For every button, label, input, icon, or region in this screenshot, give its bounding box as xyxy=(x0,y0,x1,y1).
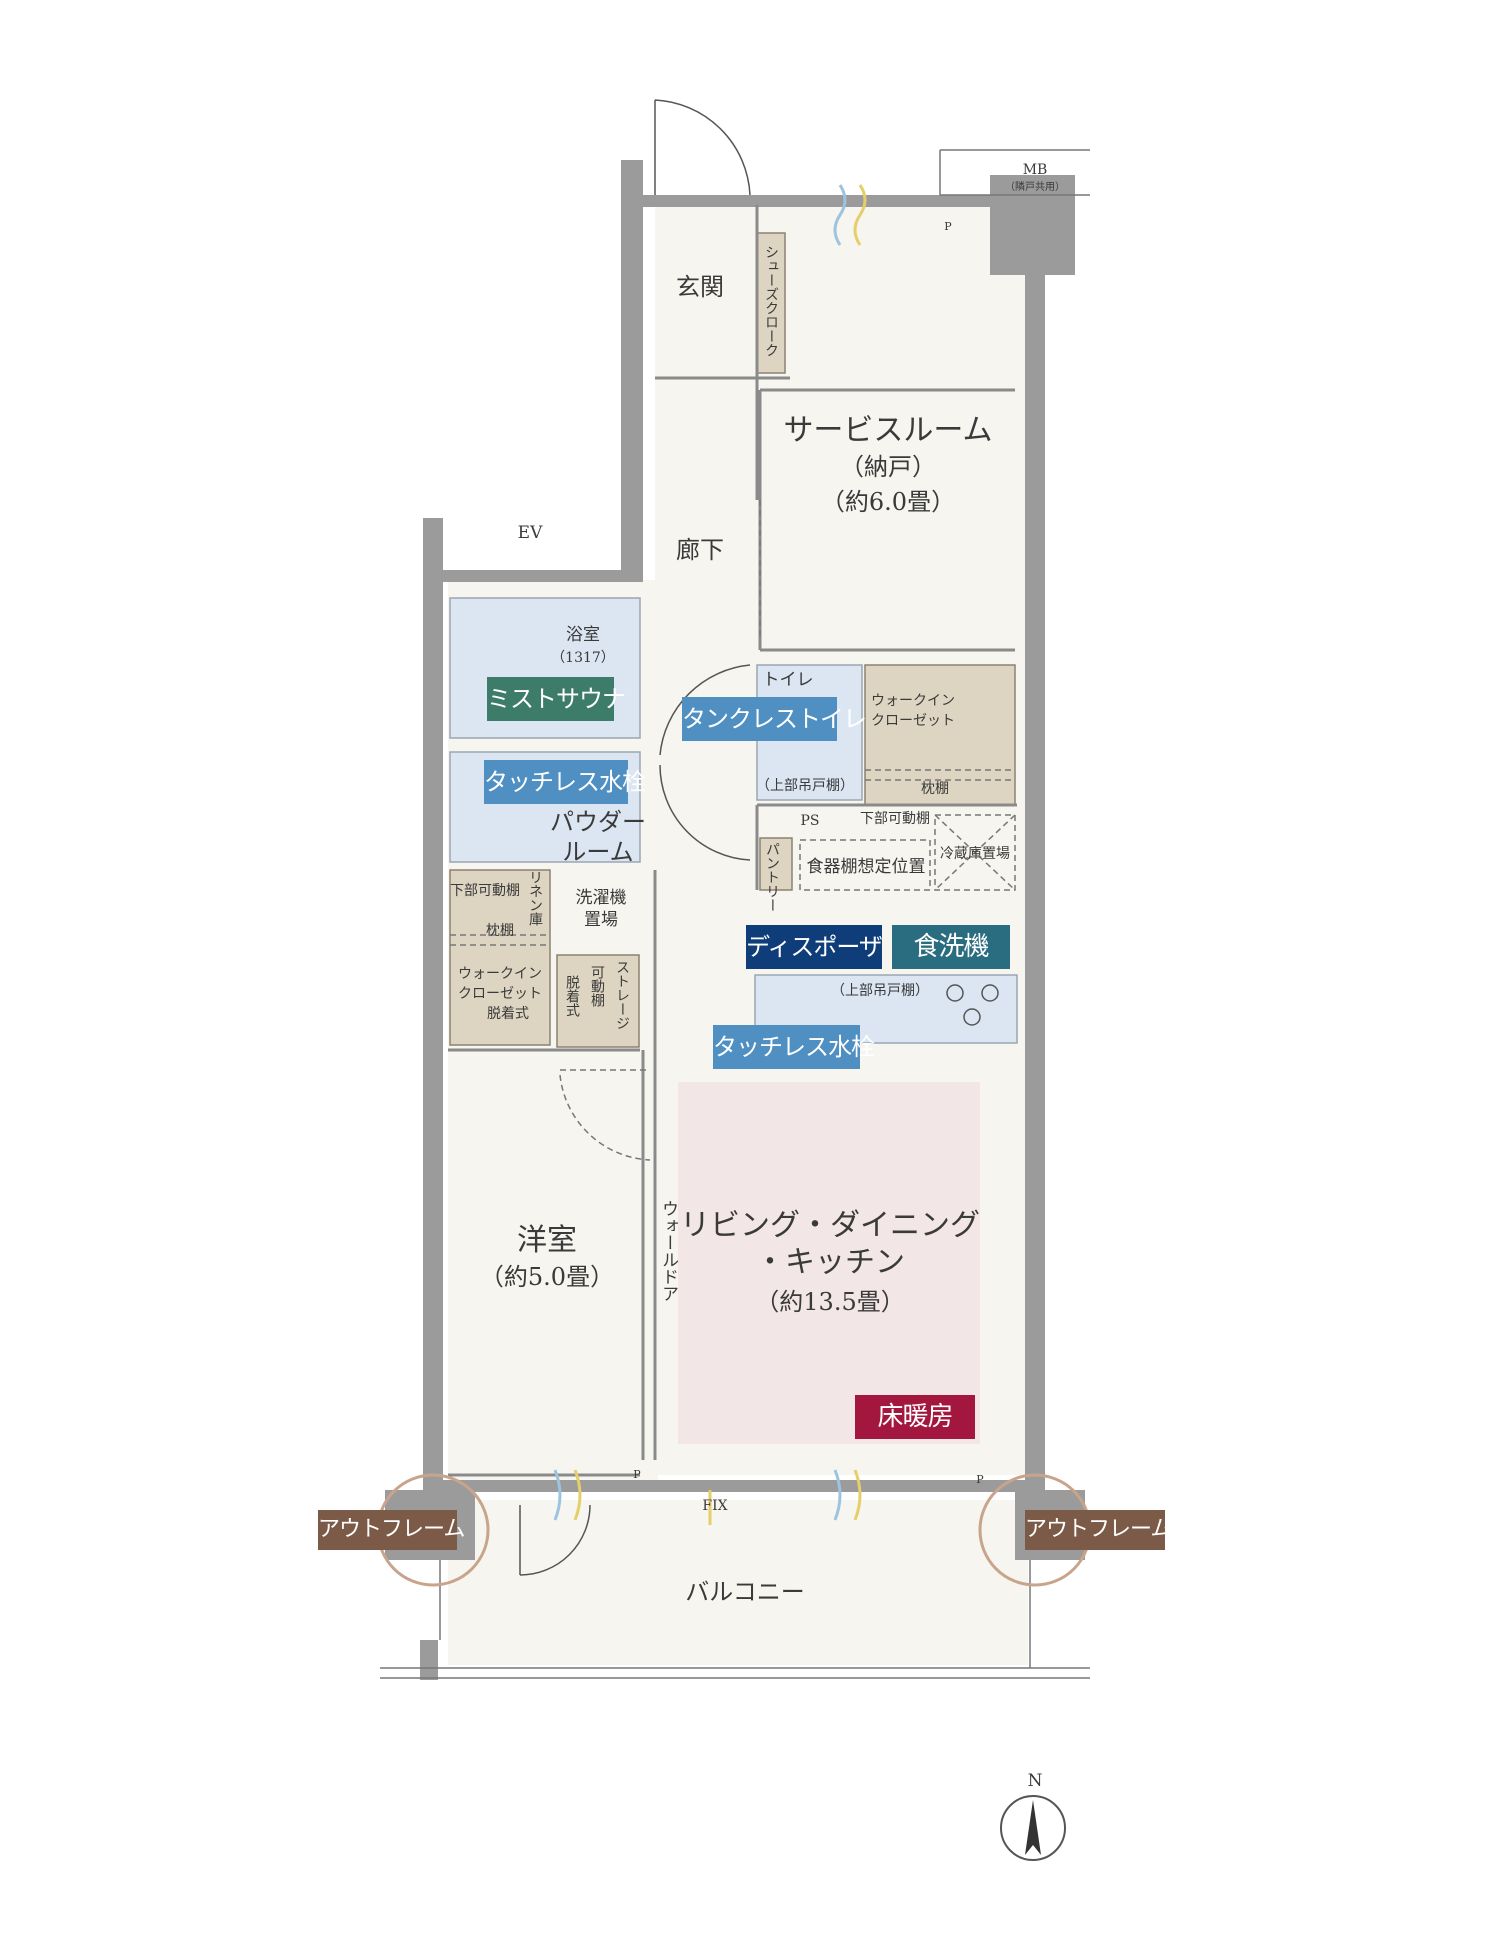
balcony-post xyxy=(420,1640,438,1680)
storage-area xyxy=(556,954,640,1048)
pillow-shelf-left-label: 枕棚 xyxy=(486,923,514,939)
fridge-label: 冷蔵庫置場 xyxy=(940,845,1010,862)
tag-tankless-toilet: タンクレストイレ xyxy=(682,697,867,741)
toilet-door xyxy=(659,664,751,861)
wic-top-line1: ウォークイン xyxy=(871,693,955,709)
storage-col3: 脱着式 xyxy=(564,975,580,1017)
bath-size: （1317） xyxy=(551,650,615,666)
tag-outframe-left: アウトフレーム xyxy=(318,1510,465,1550)
storage-col1: ストレージ xyxy=(614,960,630,1030)
pantry-label: パントリー xyxy=(764,842,780,912)
bath-name: 浴室 xyxy=(566,625,600,645)
genkan-label: 玄関 xyxy=(676,273,724,301)
wall-left-inner-top xyxy=(443,570,643,582)
shoes-cloak-area xyxy=(756,232,786,374)
stove-icon xyxy=(946,984,999,1026)
service-room-sub: （納戸） xyxy=(840,453,936,481)
mb-sub-label: （隣戸共用） xyxy=(1005,180,1065,193)
powder-room-line2: ルーム xyxy=(562,838,633,866)
ldk-size: （約13.5畳） xyxy=(755,1288,904,1316)
north-label: N xyxy=(1028,1771,1043,1791)
room-labels: 玄関 シューズクローク サービスルーム （納戸） （約6.0畳） 廊下 浴室 （… xyxy=(450,162,1065,1791)
tag-dishwasher: 食洗機 xyxy=(892,925,1010,969)
wall-left-outer xyxy=(423,518,443,1508)
linen-label: リネン庫 xyxy=(527,870,543,926)
ps-label: PS xyxy=(800,813,819,829)
wic-left-line3: 脱着式 xyxy=(487,1006,529,1022)
wall-right-outer xyxy=(1025,225,1045,1505)
toilet-cabinet-label: （上部吊戸棚） xyxy=(756,778,854,794)
tag-mist-sauna: ミストサウナ xyxy=(487,677,626,721)
dashed-lines xyxy=(450,500,1016,1161)
mb-box xyxy=(939,149,1090,196)
p-mark-bottom-left: P xyxy=(633,1468,641,1481)
balcony-rail xyxy=(380,1560,1090,1679)
washer-line2: 置場 xyxy=(584,910,618,930)
wall-door-label: ウォールドア xyxy=(658,1200,678,1302)
corridor-label: 廊下 xyxy=(676,536,724,564)
tag-floor-heating: 床暖房 xyxy=(855,1395,975,1439)
washer-line1: 洗濯機 xyxy=(576,888,627,908)
ldk-line1: リビング・ダイニング xyxy=(680,1208,980,1243)
balcony-door xyxy=(519,1504,591,1576)
wic-left-line1: ウォークイン xyxy=(458,966,542,982)
western-room-name: 洋室 xyxy=(517,1223,577,1258)
p-mark-bottom-right: P xyxy=(976,1473,984,1486)
balcony-label: バルコニー xyxy=(685,1578,805,1606)
wic-top-line2: クローゼット xyxy=(871,713,955,729)
service-room-name: サービスルーム xyxy=(783,413,992,448)
toilet-label: トイレ xyxy=(763,670,814,690)
tag-touchless-faucet-powder: タッチレス水栓 xyxy=(484,760,646,804)
ev-notch xyxy=(443,518,621,570)
partitions xyxy=(448,205,1017,1477)
ldk-highlight xyxy=(678,1082,980,1444)
shoes-cloak-label: シューズクローク xyxy=(763,245,779,357)
ldk-line2: ・キッチン xyxy=(755,1245,905,1280)
wic-left-area xyxy=(449,869,551,1046)
dish-shelf-label: 食器棚想定位置 xyxy=(807,857,926,877)
tag-outframe-right: アウトフレーム xyxy=(1025,1510,1172,1550)
walls xyxy=(385,160,1085,1680)
powder-room-line1: パウダー xyxy=(550,808,646,836)
entrance-door xyxy=(654,99,751,196)
service-room-size: （約6.0畳） xyxy=(821,488,955,516)
p-mark-top: P xyxy=(944,220,952,233)
ventilation-marks xyxy=(553,184,867,1525)
kitchen-cabinet-label: （上部吊戸棚） xyxy=(831,983,929,999)
pantry-area xyxy=(759,837,793,891)
lower-shelf-left-label: 下部可動棚 xyxy=(450,883,520,899)
compass-icon xyxy=(1000,1795,1066,1861)
pillow-shelf-top-label: 枕棚 xyxy=(921,781,949,797)
wall-top-right xyxy=(990,175,1075,275)
wic-left-line2: クローゼット xyxy=(458,986,542,1002)
wall-bottom xyxy=(443,1480,1033,1492)
floor-areas xyxy=(448,205,1028,1665)
western-room-size: （約5.0畳） xyxy=(480,1263,614,1291)
floor-balcony xyxy=(448,1500,1028,1665)
storage-col2: 可動棚 xyxy=(589,965,605,1007)
lower-shelf-top-label: 下部可動棚 xyxy=(860,811,930,827)
mb-label: MB xyxy=(1023,162,1048,178)
wall-ev-right xyxy=(621,160,643,580)
tag-touchless-faucet-kitchen: タッチレス水栓 xyxy=(713,1025,875,1069)
fix-label: FIX xyxy=(702,1498,727,1514)
ev-label: EV xyxy=(518,523,543,543)
tag-disposer: ディスポーザ xyxy=(746,925,883,969)
wall-top-mid xyxy=(643,195,993,207)
wall-ev-top xyxy=(423,518,443,538)
